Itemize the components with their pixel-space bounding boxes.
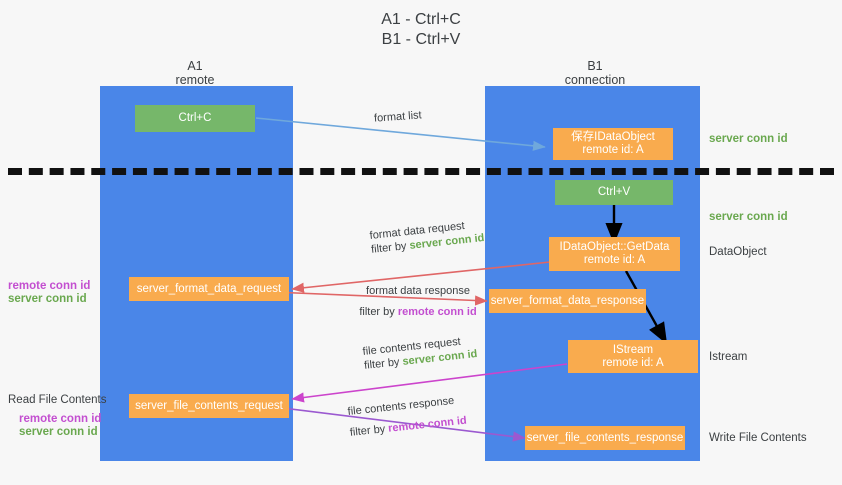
column-b1-name: B1 <box>587 59 603 73</box>
box-ctrl-v-label: Ctrl+V <box>597 186 631 198</box>
section-divider <box>8 168 834 175</box>
side-label-server-conn-id-left-top: server conn id <box>8 293 87 305</box>
column-a1-name: A1 <box>187 59 203 73</box>
side-label-istream: Istream <box>709 351 748 363</box>
side-label-server-conn-id-left-bottom: server conn id <box>19 426 98 438</box>
box-server-file-contents-request-label: server_file_contents_request <box>135 399 283 412</box>
filter-key-remote-conn-id: remote conn id <box>397 306 477 318</box>
box-server-file-contents-request[interactable]: server_file_contents_request <box>129 394 289 418</box>
filter-prefix: filter by <box>349 422 389 439</box>
column-header-b1: B1 connection <box>520 59 670 87</box>
title-line-1: A1 - Ctrl+C <box>381 11 461 28</box>
side-label-read-file-contents: Read File Contents <box>8 394 107 406</box>
box-save-idataobject[interactable]: 保存IDataObject remote id: A <box>553 128 673 160</box>
edge-label-format-data-response-filter: filter by remote conn id <box>338 305 498 319</box>
box-istream[interactable]: IStream remote id: A <box>568 340 698 373</box>
box-ctrl-v[interactable]: Ctrl+V <box>555 180 673 205</box>
arrow-file-contents-request <box>291 363 568 403</box>
arrow-format-list <box>255 117 546 151</box>
column-a1-sub: remote <box>175 73 215 87</box>
side-label-remote-conn-id-bottom: remote conn id <box>19 413 102 425</box>
side-label-remote-conn-id-top: remote conn id <box>8 280 91 292</box>
box-server-file-contents-response[interactable]: server_file_contents_response <box>525 426 685 450</box>
side-label-server-conn-id-top: server conn id <box>709 133 788 145</box>
edge-label-format-data-response: format data response filter by remote co… <box>338 284 498 319</box>
box-server-file-contents-response-label: server_file_contents_response <box>526 431 684 444</box>
side-label-write-file-contents: Write File Contents <box>709 432 807 444</box>
column-b1-sub: connection <box>564 73 626 87</box>
box-server-format-data-response[interactable]: server_format_data_response <box>489 289 646 313</box>
box-server-format-data-request[interactable]: server_format_data_request <box>129 277 289 301</box>
arrow-format-data-request <box>291 261 551 293</box>
box-save-idataobject-line1: 保存IDataObject <box>571 131 655 143</box>
box-getdata-line2: remote id: A <box>583 254 646 266</box>
page-title: A1 - Ctrl+C B1 - Ctrl+V <box>0 10 842 50</box>
box-server-format-data-request-label: server_format_data_request <box>136 282 282 295</box>
box-server-format-data-response-label: server_format_data_response <box>490 294 645 307</box>
box-save-idataobject-line2: remote id: A <box>582 144 644 156</box>
edge-label-format-data-response-top: format data response <box>366 285 470 297</box>
box-getdata-line1: IDataObject::GetData <box>559 241 670 253</box>
box-getdata[interactable]: IDataObject::GetData remote id: A <box>549 237 680 271</box>
box-ctrl-c[interactable]: Ctrl+C <box>135 105 255 132</box>
column-header-a1: A1 remote <box>120 59 270 87</box>
filter-prefix: filter by <box>363 355 404 372</box>
filter-prefix: filter by <box>370 239 411 256</box>
filter-prefix: filter by <box>359 306 398 318</box>
side-label-dataobject: DataObject <box>709 246 767 258</box>
box-ctrl-c-label: Ctrl+C <box>178 112 212 124</box>
box-istream-line2: remote id: A <box>602 356 664 369</box>
edge-label-format-list-text: format list <box>373 109 423 125</box>
side-label-server-conn-id-second: server conn id <box>709 211 788 223</box>
box-istream-line1: IStream <box>612 343 654 356</box>
title-line-2: B1 - Ctrl+V <box>381 31 461 48</box>
